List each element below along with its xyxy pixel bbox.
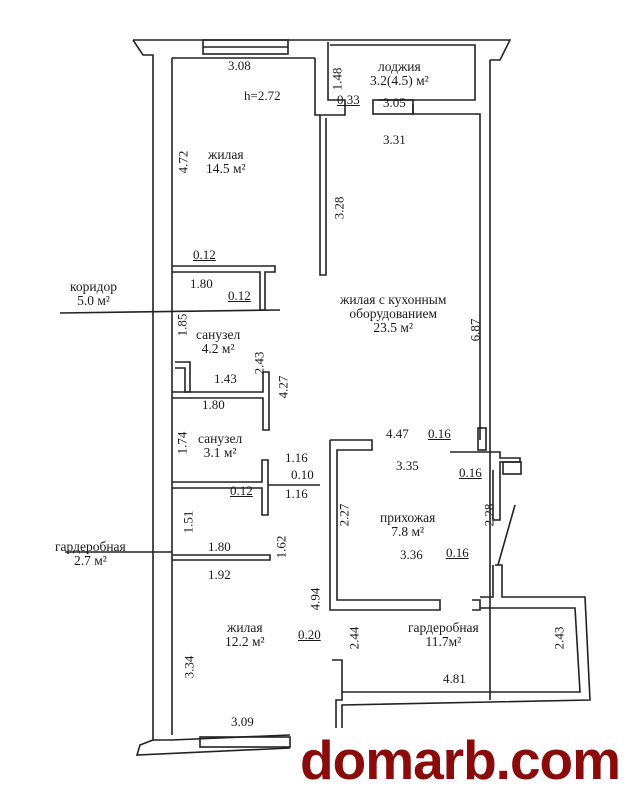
dimension: 2.43 xyxy=(251,351,267,375)
dimension: 3.09 xyxy=(231,714,254,729)
room-corridor: коридор 5.0 м² xyxy=(70,280,117,308)
dimension: 3.05 xyxy=(383,95,406,110)
dimension: 2.44 xyxy=(346,626,362,650)
dimension: 2.27 xyxy=(336,503,352,527)
dimension: 1.74 xyxy=(174,431,190,455)
room-loggia: лоджия 3.2(4.5) м² xyxy=(370,60,429,88)
room-area: 3.2(4.5) м² xyxy=(370,73,429,88)
dimension: 1.62 xyxy=(273,535,289,559)
dimension: 1.80 xyxy=(208,539,231,554)
ceiling-height: h=2.72 xyxy=(244,88,281,103)
dimension: 0.10 xyxy=(291,467,314,482)
dimension: 1.16 xyxy=(285,486,308,501)
room-name: жилая xyxy=(227,620,263,635)
dimension: 6.87 xyxy=(467,318,483,342)
room-name: жилая xyxy=(208,147,244,162)
room-bathroom-1: санузел 4.2 м² xyxy=(196,328,240,356)
dimension: 4.81 xyxy=(443,671,466,686)
dimension: 4.94 xyxy=(307,587,323,611)
dimension: 2.28 xyxy=(481,503,497,527)
room-area: 12.2 м² xyxy=(225,634,265,649)
top-left-cap xyxy=(132,39,154,740)
room-name: санузел xyxy=(198,431,243,446)
room-living-1: жилая 14.5 м² xyxy=(206,148,246,176)
room-kitchen-living: жилая с кухонным оборудованием 23.5 м² xyxy=(340,293,446,335)
dimension: 1.92 xyxy=(208,567,231,582)
dimension: 1.16 xyxy=(285,450,308,465)
room-living-2: жилая 12.2 м² xyxy=(225,621,265,649)
dimension: 1.48 xyxy=(329,67,345,91)
room-name: санузел xyxy=(196,327,241,342)
room-area: 2.7 м² xyxy=(73,553,107,568)
dimension: 1.43 xyxy=(214,371,237,386)
dimension: 4.72 xyxy=(175,150,191,174)
dimension: 0.12 xyxy=(228,288,251,303)
dimension: 2.43 xyxy=(551,626,567,650)
dimension: 4.27 xyxy=(275,375,291,399)
dimension: 3.31 xyxy=(383,132,406,147)
dimension: 3.28 xyxy=(331,196,347,220)
room-name-2: оборудованием xyxy=(349,306,438,321)
dimension: 3.35 xyxy=(396,458,419,473)
room-name: гардеробная xyxy=(408,620,479,635)
dimension: 0.12 xyxy=(193,247,216,262)
room-area: 5.0 м² xyxy=(77,293,110,308)
dimension: 0.16 xyxy=(428,426,451,441)
dimension: 0.16 xyxy=(459,465,482,480)
dimension: 3.08 xyxy=(228,58,251,73)
dimension: 4.47 xyxy=(386,426,409,441)
dimension: 0.12 xyxy=(230,483,253,498)
room-name: жилая с кухонным xyxy=(340,292,447,307)
dimension: 0.33 xyxy=(337,92,360,107)
dimension: 0.20 xyxy=(298,627,321,642)
window-bottom xyxy=(199,736,291,748)
dimension: 1.80 xyxy=(202,397,225,412)
room-area: 4.2 м² xyxy=(201,341,235,356)
room-wardrobe-big: гардеробная 11.7м² xyxy=(408,621,479,649)
room-name: гардеробная xyxy=(55,539,126,554)
dimension: 3.36 xyxy=(400,547,423,562)
room-wardrobe-small: гардеробная 2.7 м² xyxy=(55,540,126,568)
dimension: 1.85 xyxy=(174,313,190,337)
dimension: 1.51 xyxy=(180,510,196,534)
room-name: коридор xyxy=(70,279,117,294)
room-name: лоджия xyxy=(377,59,421,74)
dimension: 1.80 xyxy=(190,276,213,291)
room-hall: прихожая 7.8 м² xyxy=(380,511,435,539)
room-area: 7.8 м² xyxy=(391,524,425,539)
room-area: 14.5 м² xyxy=(206,161,246,176)
room-bathroom-2: санузел 3.1 м² xyxy=(198,432,242,460)
room-area: 3.1 м² xyxy=(203,445,237,460)
dimension: 3.34 xyxy=(181,655,197,679)
top-wall xyxy=(133,39,512,61)
room-name: прихожая xyxy=(380,510,436,525)
watermark-logo: domarb.com xyxy=(292,728,629,792)
dimension: 0.16 xyxy=(446,545,469,560)
room-area: 11.7м² xyxy=(425,634,462,649)
room-area: 23.5 м² xyxy=(373,320,413,335)
